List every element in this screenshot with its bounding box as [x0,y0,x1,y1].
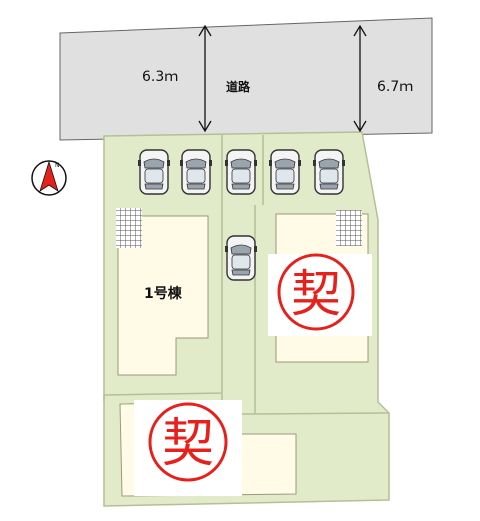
lot-1-deck [116,208,142,248]
car-icon [224,235,258,281]
lot-boundary-lines [103,135,390,415]
car-icon [312,149,346,195]
car-icon [137,149,171,195]
lot-1-house [117,215,209,376]
stamp-label: 契 [162,414,214,474]
lot-2-deck [336,210,362,246]
road-width-left: 6.3ｍ [142,69,178,85]
road-label: 道路 [226,79,251,94]
road-width-left-arrow [198,24,212,133]
road [59,17,433,141]
lot-3-contracted-stamp: 契 [134,400,242,496]
car-icon [179,149,213,195]
car-icon [224,149,258,195]
lot-2-contracted-stamp: 契 [268,253,372,336]
road-width-right-arrow [353,24,367,133]
road-width-right: 6.7ｍ [377,79,413,95]
compass-north-label: N [55,162,60,169]
lot-1-label: 1号棟 [144,285,183,302]
stamp-label: 契 [291,265,341,323]
car-icon [268,149,302,195]
north-arrow-icon: N [31,160,67,196]
